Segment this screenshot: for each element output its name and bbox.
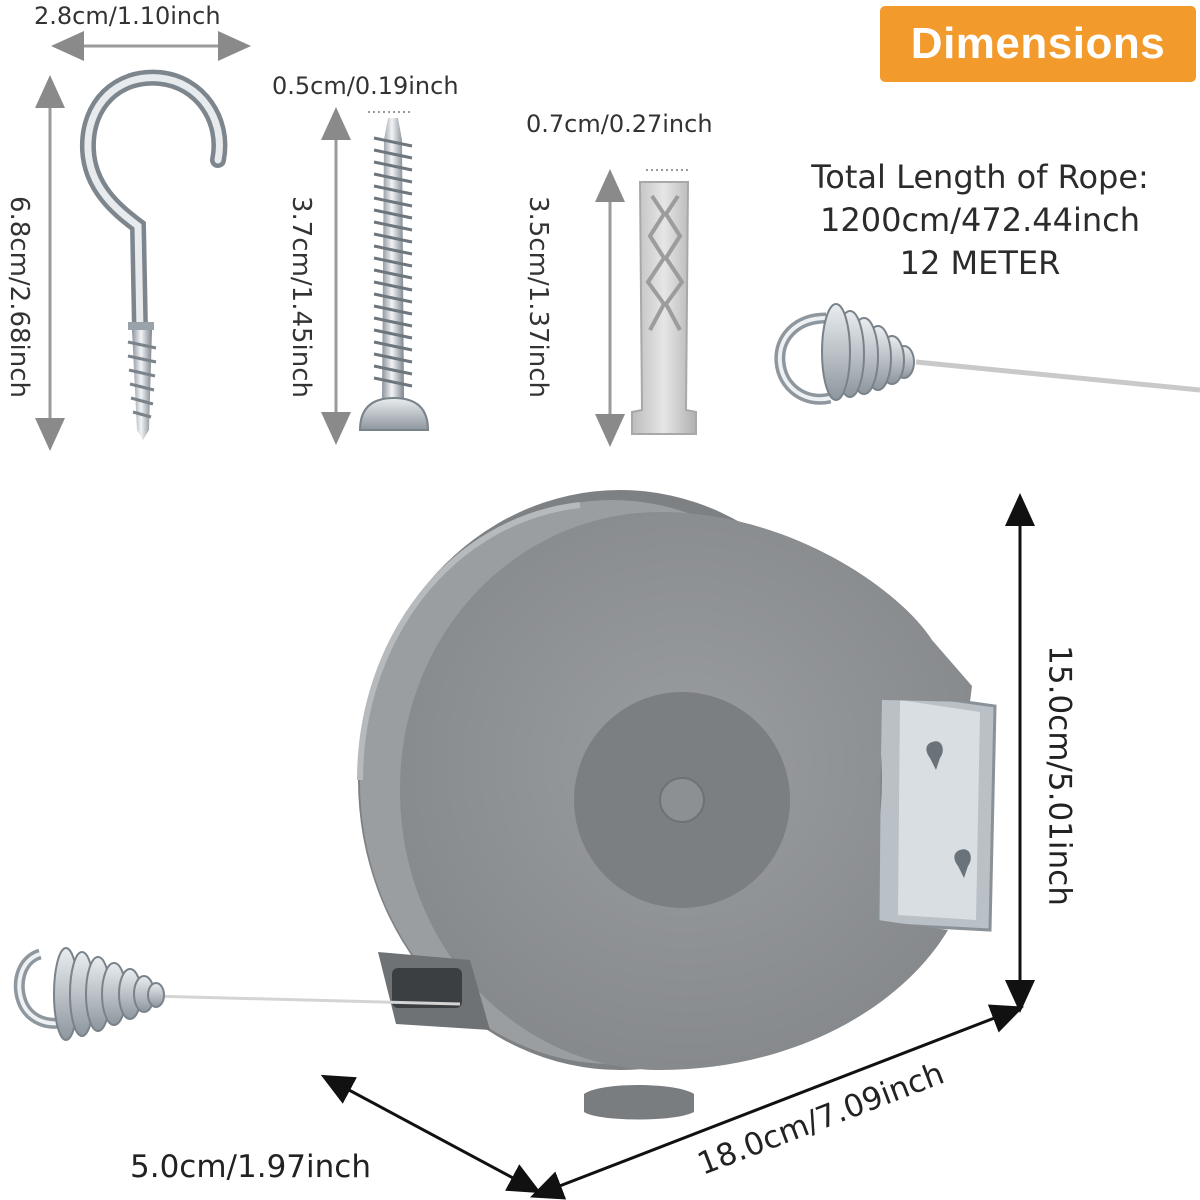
anchor-height-label: 3.5cm/1.37inch [523,195,553,399]
retractable-reel-image [149,490,997,1120]
rope-spring-end-image [774,303,1200,405]
dimensions-title: Dimensions [910,19,1166,68]
anchor-width-label: 0.7cm/0.27inch [526,110,713,138]
wall-plug-image [631,181,697,435]
screw-height-label: 3.7cm/1.45inch [286,195,316,399]
reel-depth-label: 5.0cm/1.97inch [130,1149,371,1185]
reel-arrow-length [530,1004,1024,1200]
rope-spring-end-left-image [13,947,165,1041]
rope-length-line1: Total Length of Rope: [811,158,1149,196]
cup-hook-image [79,69,228,440]
screw-width-label: 0.5cm/0.19inch [272,72,459,100]
rope-length-line3: 12 METER [899,244,1061,282]
reel-height-label: 15.0cm/5.01inch [1041,645,1078,906]
dimensions-badge: Dimensions [880,6,1196,82]
hook-width-label: 2.8cm/1.10inch [34,2,221,30]
wood-screw-image [358,118,430,431]
rope-length-line2: 1200cm/472.44inch [820,201,1140,239]
rope-length-text: Total Length of Rope: 1200cm/472.44inch … [770,156,1190,285]
hook-height-label: 6.8cm/2.68inch [4,195,34,399]
reel-arrow-depth [320,1074,542,1194]
